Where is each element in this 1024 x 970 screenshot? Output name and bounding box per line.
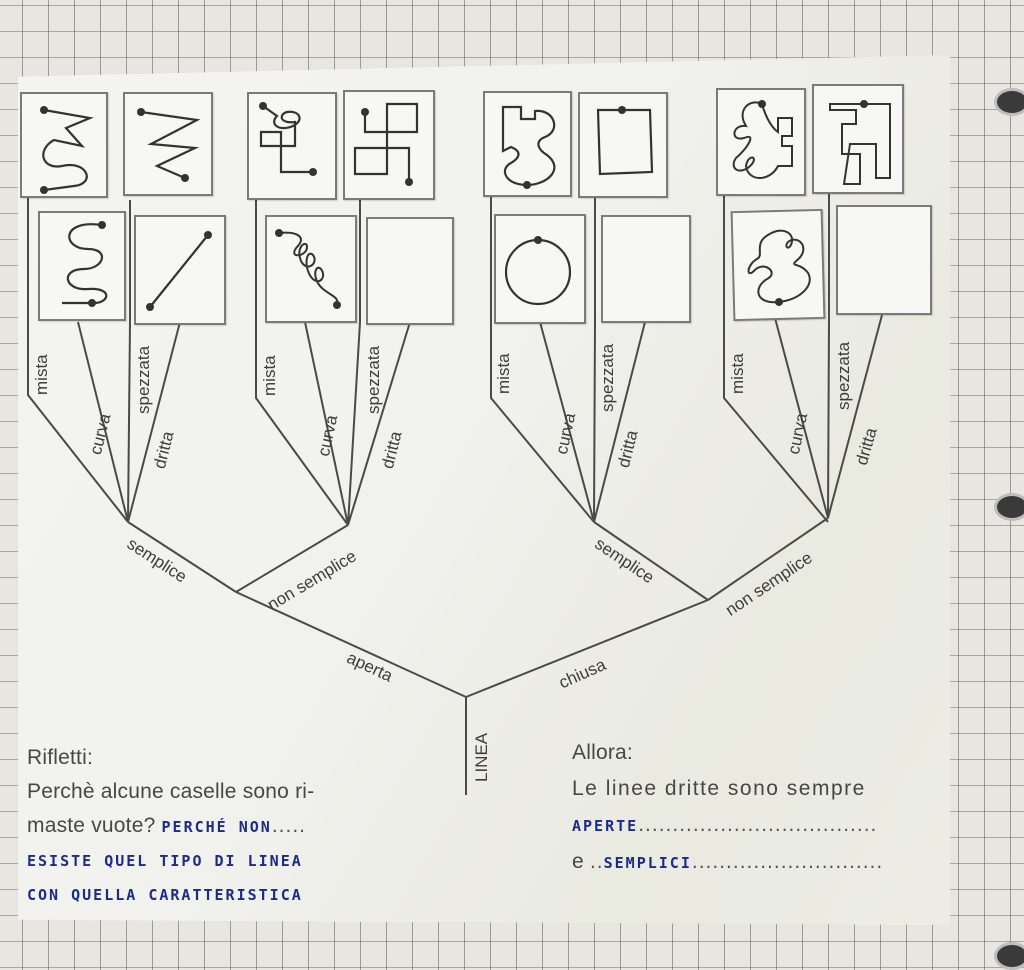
card-aperta-semplice-dritta[interactable] bbox=[134, 215, 226, 325]
leaf-label-mista: mista bbox=[32, 354, 51, 395]
mixed-line-icon bbox=[40, 106, 94, 194]
card-chiusa-semplice-spezzata[interactable] bbox=[578, 92, 668, 198]
card-chiusa-non-semplice-spezzata[interactable] bbox=[812, 84, 904, 194]
card-chiusa-semplice-curva[interactable] bbox=[494, 214, 586, 324]
card-chiusa-non-semplice-dritta-empty[interactable] bbox=[836, 205, 932, 315]
answer-field-line3[interactable]: CON QUELLA CARATTERISTICA bbox=[27, 886, 303, 904]
card-chiusa-non-semplice-mista[interactable] bbox=[716, 88, 806, 196]
closed-broken-nonsimple-icon bbox=[829, 100, 891, 185]
card-chiusa-semplice-dritta-empty[interactable] bbox=[601, 215, 691, 323]
card-aperta-non-semplice-curva[interactable] bbox=[265, 215, 357, 323]
dotted-line: ............................ bbox=[691, 850, 884, 873]
reflection-heading: Rifletti: bbox=[27, 746, 93, 769]
mixed-nonsimple-line-icon bbox=[259, 102, 317, 176]
root-label-linea: LINEA bbox=[472, 732, 491, 782]
conclusion-answer2-row: e ..SEMPLICI............................ bbox=[572, 844, 942, 881]
closed-mixed-line-icon bbox=[501, 105, 556, 189]
leaf-label-mista: mista bbox=[494, 353, 513, 394]
curved-nonsimple-line-icon bbox=[275, 229, 341, 309]
closed-mixed-nonsimple-icon bbox=[732, 100, 793, 179]
conclusion-heading: Allora: bbox=[572, 741, 633, 764]
reflection-section: Rifletti: Perchè alcune caselle sono ri-… bbox=[27, 741, 447, 912]
leaf-label-spezzata: spezzata bbox=[834, 341, 853, 410]
broken-nonsimple-line-icon bbox=[353, 102, 419, 186]
curved-closed-nonsimple-icon bbox=[747, 229, 811, 306]
closed-broken-line-icon bbox=[596, 106, 654, 176]
worksheet-sheet bbox=[18, 55, 950, 925]
card-aperta-non-semplice-dritta-empty[interactable] bbox=[366, 217, 454, 325]
card-chiusa-non-semplice-curva[interactable] bbox=[730, 208, 826, 322]
leaf-label-mista: mista bbox=[728, 353, 747, 394]
leaf-label-spezzata: spezzata bbox=[134, 345, 153, 414]
answer-field-line2[interactable]: ESISTE QUEL TIPO DI LINEA bbox=[27, 852, 303, 870]
answer-field-aperte[interactable]: APERTE bbox=[572, 817, 639, 835]
reflection-question-line1: Perchè alcune caselle sono ri- bbox=[27, 780, 315, 803]
straight-line-icon bbox=[146, 231, 212, 311]
leaf-label-mista: mista bbox=[260, 355, 279, 396]
dotted-line: ................................... bbox=[638, 813, 878, 836]
binder-ring-middle bbox=[994, 493, 1024, 521]
card-chiusa-semplice-mista[interactable] bbox=[483, 91, 572, 197]
curved-line-icon bbox=[62, 221, 108, 307]
conclusion-section: Allora: Le linee dritte sono sempre APER… bbox=[572, 735, 942, 881]
conclusion-statement: Le linee dritte sono sempre bbox=[572, 777, 866, 800]
card-aperta-non-semplice-spezzata[interactable] bbox=[343, 90, 435, 200]
conclusion-connector: e bbox=[572, 850, 584, 873]
reflection-question-line2: maste vuote? bbox=[27, 814, 156, 837]
card-aperta-semplice-spezzata[interactable] bbox=[123, 92, 213, 196]
binder-ring-top bbox=[994, 88, 1024, 116]
broken-line-icon bbox=[137, 108, 201, 182]
answer-field-semplici[interactable]: SEMPLICI bbox=[603, 854, 692, 872]
leaf-label-spezzata: spezzata bbox=[364, 345, 383, 414]
card-aperta-non-semplice-mista[interactable] bbox=[247, 92, 337, 200]
reflection-question-line2-row: maste vuote? PERCHÉ NON..... bbox=[27, 809, 447, 844]
card-aperta-semplice-mista[interactable] bbox=[20, 92, 108, 198]
dotted-line: .. bbox=[589, 850, 604, 873]
circle-line-icon bbox=[504, 236, 572, 306]
conclusion-answer1-row: APERTE..................................… bbox=[572, 807, 942, 844]
leaf-label-spezzata: spezzata bbox=[598, 343, 617, 412]
dotted-line: ..... bbox=[271, 814, 307, 837]
answer-field-line1[interactable]: PERCHÉ NON bbox=[161, 818, 272, 836]
card-aperta-semplice-curva[interactable] bbox=[38, 211, 126, 321]
